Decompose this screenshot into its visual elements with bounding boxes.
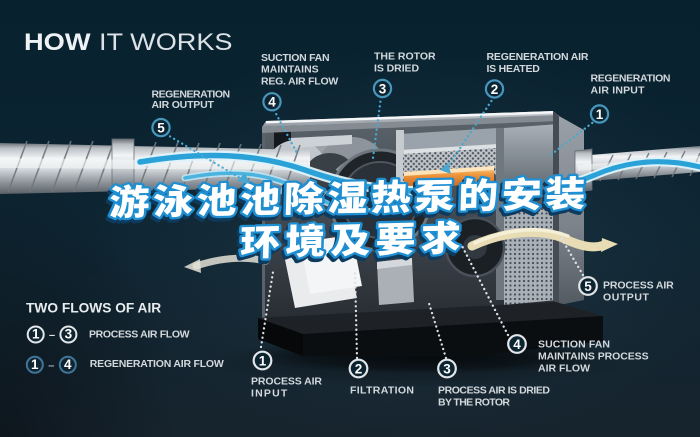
svg-text:3: 3 [443,361,451,376]
svg-text:MAINTAINS PROCESS: MAINTAINS PROCESS [538,350,649,362]
svg-text:–: – [49,330,55,342]
svg-text:5: 5 [157,120,165,135]
svg-text:–: – [48,360,54,372]
svg-text:4: 4 [513,337,521,352]
svg-text:2: 2 [355,361,363,376]
svg-text:REGENERATION AIR: REGENERATION AIR [487,51,589,63]
svg-text:MAINTAINS: MAINTAINS [261,64,319,76]
svg-text:REGENERATION AIR FLOW: REGENERATION AIR FLOW [90,358,224,370]
svg-text:AIR FLOW: AIR FLOW [538,362,590,374]
svg-text:FILTRATION: FILTRATION [350,384,414,396]
svg-text:5: 5 [584,279,592,294]
svg-text:PROCESS AIR FLOW: PROCESS AIR FLOW [89,329,190,341]
svg-text:4: 4 [268,95,276,110]
svg-text:3: 3 [379,81,387,96]
svg-text:PROCESS AIR: PROCESS AIR [603,279,674,291]
svg-text:REGENERATION: REGENERATION [152,89,231,101]
svg-text:2: 2 [491,82,499,97]
svg-text:THE ROTOR: THE ROTOR [374,51,436,63]
svg-text:REG. AIR FLOW: REG. AIR FLOW [261,75,338,87]
svg-text:BY THE ROTOR: BY THE ROTOR [438,396,510,408]
svg-text:1: 1 [31,357,39,372]
svg-text:1: 1 [596,107,604,122]
svg-text:IS DRIED: IS DRIED [374,63,420,75]
svg-text:PROCESS AIR IS DRIED: PROCESS AIR IS DRIED [438,384,550,396]
svg-text:SUCTION FAN: SUCTION FAN [261,52,330,64]
svg-text:SUCTION FAN: SUCTION FAN [538,338,610,350]
svg-text:IS HEATED: IS HEATED [487,63,541,75]
svg-text:3: 3 [65,327,73,342]
svg-text:OUTPUT: OUTPUT [603,291,649,303]
svg-text:4: 4 [64,357,72,372]
svg-text:REGENERATION: REGENERATION [591,72,671,84]
svg-text:1: 1 [259,353,267,368]
svg-text:PROCESS AIR: PROCESS AIR [251,375,322,387]
svg-text:TWO FLOWS OF AIR: TWO FLOWS OF AIR [26,301,161,316]
svg-text:1: 1 [32,327,40,342]
svg-text:AIR INPUT: AIR INPUT [591,84,646,96]
svg-text:INPUT: INPUT [251,387,288,399]
svg-text:AIR OUTPUT: AIR OUTPUT [152,99,215,111]
